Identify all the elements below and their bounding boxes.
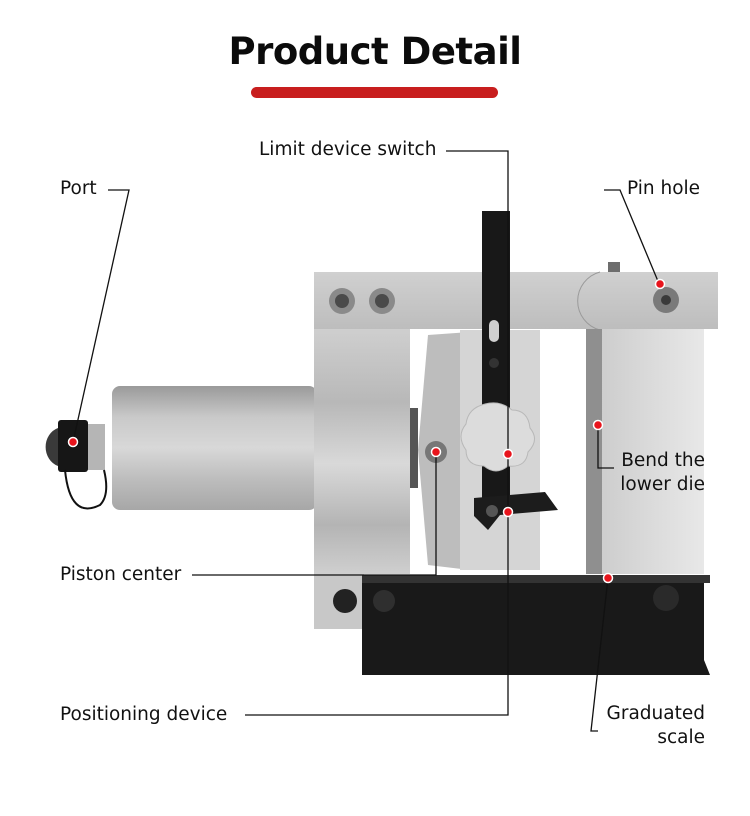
lower-die-edge (586, 329, 602, 574)
hydraulic-port (45, 420, 108, 510)
leader-lines (72, 150, 661, 732)
adjustment-knob (460, 402, 535, 472)
label-graduated-line2: scale (657, 727, 705, 748)
marker-positioning-device (502, 506, 514, 518)
marker-limit-switch (502, 448, 514, 460)
label-graduated-scale: Graduated scale (600, 702, 705, 750)
leader-pin-hole (604, 189, 661, 287)
label-graduated-line1: Graduated (606, 703, 705, 724)
page-title: Product Detail (228, 30, 522, 73)
leader-port (72, 189, 130, 443)
label-port: Port (60, 178, 97, 199)
label-bend-line2: lower die (620, 474, 705, 495)
hydraulic-cylinder (112, 329, 418, 574)
marker-piston-center (430, 446, 442, 458)
label-piston-center: Piston center (60, 564, 182, 585)
leader-graduated-scale (590, 577, 609, 732)
bottom-die (362, 575, 710, 675)
callout-markers (67, 278, 666, 584)
lower-die-plate (586, 329, 704, 574)
marker-bend-lower-die (592, 419, 604, 431)
title-underline (251, 87, 498, 98)
leader-positioning-device (245, 512, 509, 716)
positioning-lever (474, 492, 558, 530)
marker-pin-hole (654, 278, 666, 290)
label-bend-line1: Bend the (621, 450, 705, 471)
label-bend-lower-die: Bend the lower die (612, 449, 705, 497)
top-crossbar (314, 262, 718, 331)
marker-graduated-scale (602, 572, 614, 584)
leader-piston-center (192, 452, 437, 576)
label-limit-device-switch: Limit device switch (259, 139, 437, 160)
leader-bend-lower-die (597, 425, 614, 469)
leader-limit-switch (446, 150, 509, 512)
label-positioning-device: Positioning device (60, 704, 228, 725)
label-pin-hole: Pin hole (627, 178, 701, 199)
marker-port (67, 436, 79, 448)
